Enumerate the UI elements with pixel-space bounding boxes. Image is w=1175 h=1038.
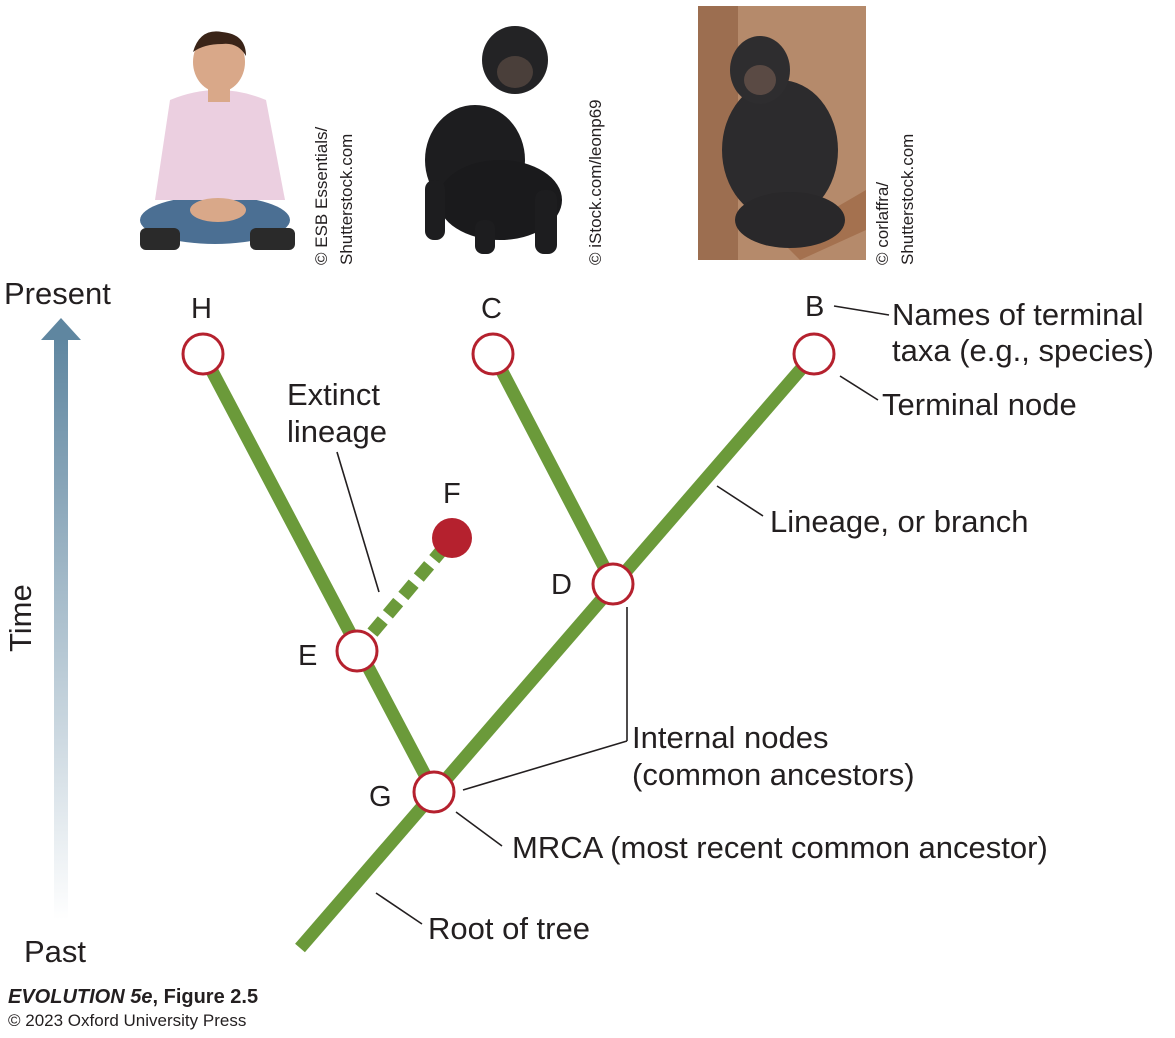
node-label-B: B [805, 291, 824, 323]
node-label-H: H [191, 293, 212, 325]
node-D [591, 562, 635, 606]
book-title: EVOLUTION 5e [8, 986, 153, 1008]
node-label-D: D [551, 569, 572, 601]
time-axis-label: Time [3, 584, 38, 652]
internal-nodes-label-line2: (common ancestors) [632, 757, 915, 792]
human-photo [140, 31, 295, 250]
leader-mrca [455, 811, 503, 847]
terminal-taxa-label-line2: taxa (e.g., species) [892, 333, 1154, 368]
node-label-F: F [443, 478, 461, 510]
branch-G-to-H [197, 350, 440, 796]
terminal-taxa-label-line1: Names of terminal [892, 297, 1144, 332]
node-E [335, 629, 379, 673]
node-C [471, 332, 515, 376]
leader-terminal-node [839, 375, 879, 401]
node-H [181, 332, 225, 376]
node-label-C: C [481, 293, 502, 325]
photo-credit-1-line2: Shutterstock.com [337, 134, 356, 265]
branch-root-to-B [295, 349, 819, 953]
leader-extinct [336, 451, 380, 593]
branch-E-to-F-extinct [352, 533, 457, 656]
internal-nodes-label-line1: Internal nodes [632, 720, 828, 755]
time-axis [41, 318, 81, 920]
copyright-notice: © 2023 Oxford University Press [8, 1011, 247, 1030]
node-label-E: E [298, 640, 317, 672]
figure-citation: EVOLUTION 5e, Figure 2.5 [8, 986, 258, 1009]
tree-branches [197, 349, 819, 953]
lineage-label: Lineage, or branch [770, 504, 1029, 539]
chimpanzee-photo [425, 26, 562, 254]
leader-lines [336, 305, 890, 925]
node-B [792, 332, 836, 376]
terminal-node-label: Terminal node [882, 387, 1077, 422]
figure-number: , Figure 2.5 [152, 986, 259, 1008]
leader-internal-G [462, 740, 628, 791]
node-F-extinct [432, 518, 472, 558]
leader-terminal-taxa [833, 305, 890, 316]
time-axis-bar [54, 338, 68, 920]
branch-D-to-C [487, 350, 619, 588]
mrca-label: MRCA (most recent common ancestor) [512, 830, 1048, 865]
photo-credit-2-line1: © iStock.com/leonp69 [586, 99, 605, 265]
bonobo-photo [698, 6, 866, 260]
leader-root [375, 892, 423, 925]
tree-nodes [181, 332, 836, 814]
photo-credit-3-line1: © corlaffra/ [873, 182, 892, 265]
time-axis-arrowhead [41, 318, 81, 340]
figure-footer: EVOLUTION 5e, Figure 2.5 © 2023 Oxford U… [8, 986, 258, 1031]
past-label: Past [24, 934, 86, 969]
leader-lineage [716, 485, 764, 517]
node-G [412, 770, 456, 814]
photo-credit-1-line1: © ESB Essentials/ [312, 127, 331, 265]
photo-credit-3-line2: Shutterstock.com [898, 134, 917, 265]
node-label-G: G [369, 781, 392, 813]
extinct-lineage-label-line1: Extinct [287, 377, 380, 412]
present-label: Present [4, 276, 111, 311]
extinct-lineage-label-line2: lineage [287, 414, 387, 449]
root-label: Root of tree [428, 911, 590, 946]
